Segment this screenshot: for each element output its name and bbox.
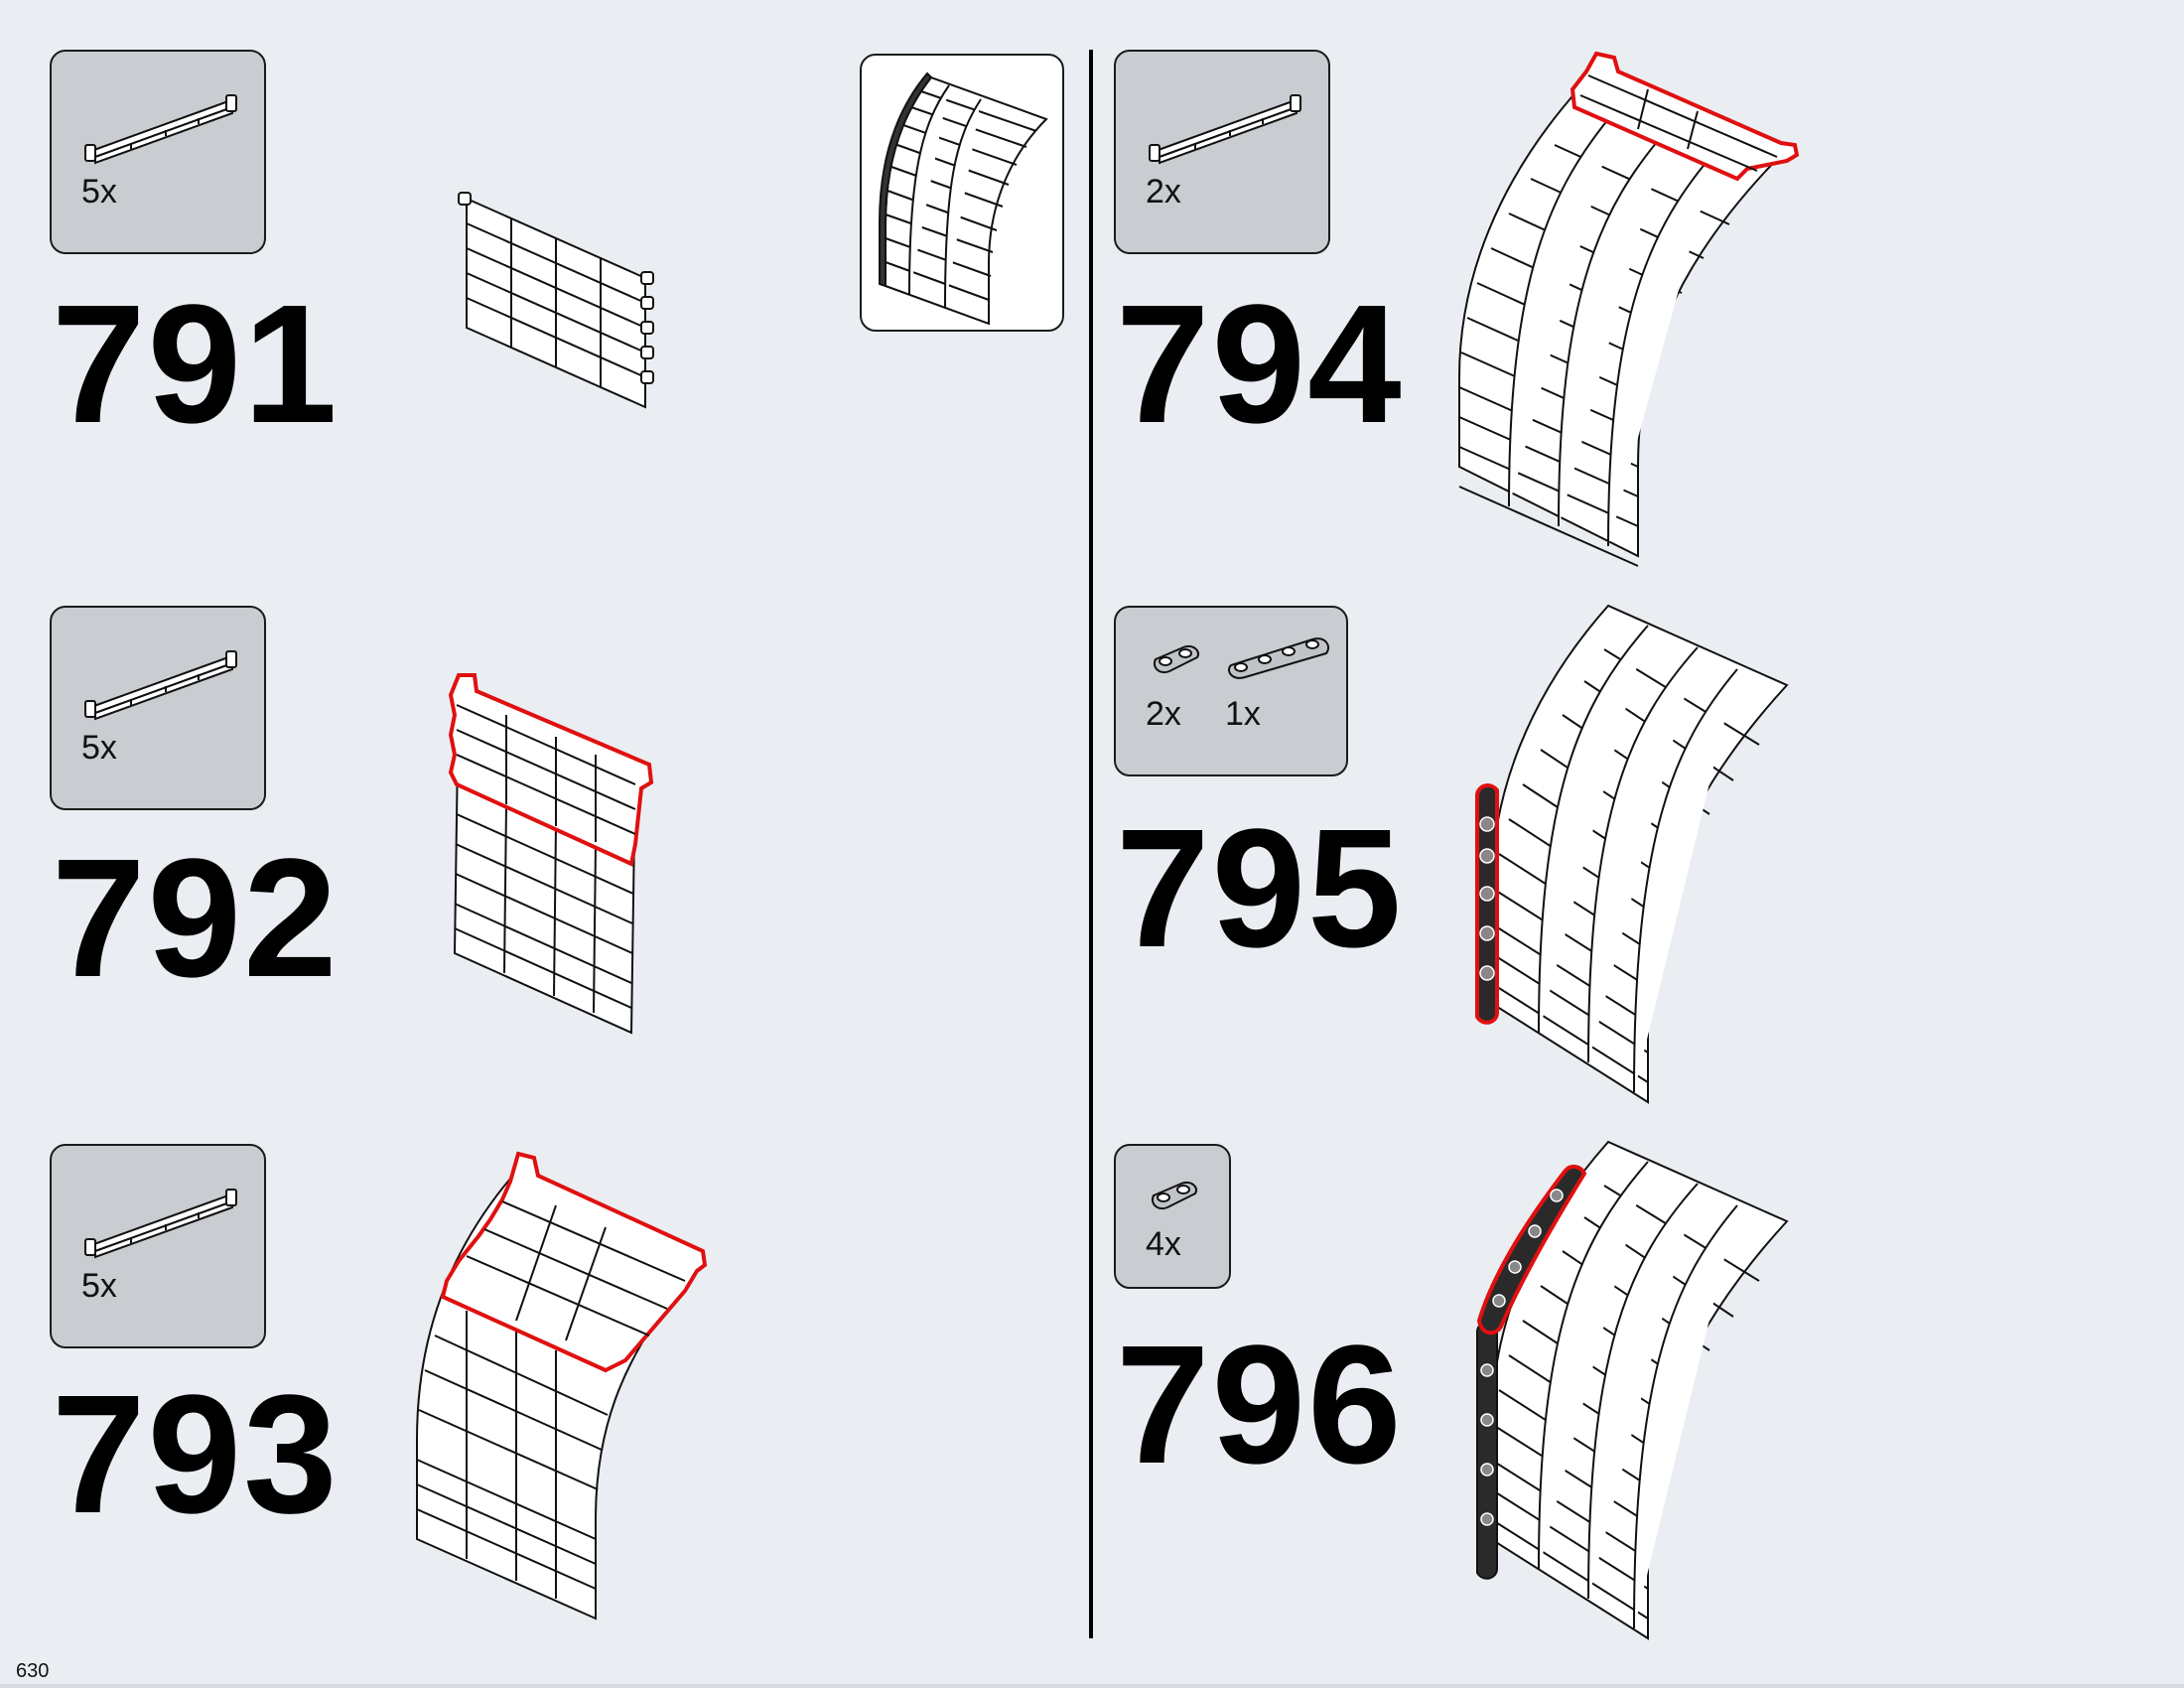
page-bottom-edge	[0, 1684, 2184, 1688]
step-number: 792	[52, 824, 340, 1013]
shutter-assembly-model	[416, 1151, 708, 1620]
parts-callout-box: 4x	[1114, 1144, 1231, 1289]
curved-shutter-preview	[879, 71, 1048, 326]
shutter-assembly-model	[1458, 51, 1800, 567]
parts-callout-box: 5x	[50, 1144, 266, 1348]
part-quantity: 1x	[1225, 695, 1261, 733]
step-number: 794	[1116, 270, 1404, 459]
step-number: 791	[52, 270, 340, 459]
part-quantity: 5x	[81, 173, 117, 211]
parts-callout-box: 2x 1x	[1114, 606, 1348, 776]
step-number: 796	[1116, 1311, 1404, 1499]
part-quantity: 4x	[1146, 1225, 1181, 1263]
column-divider	[1089, 50, 1093, 1638]
shutter-assembly-model	[1476, 1140, 1789, 1640]
parts-callout-box: 5x	[50, 606, 266, 810]
parts-callout-box: 5x	[50, 50, 266, 254]
window-shutter-piece-icon	[84, 1189, 237, 1259]
window-shutter-piece-icon	[84, 94, 237, 165]
subassembly-preview-callout	[860, 54, 1064, 332]
part-quantity: 2x	[1146, 695, 1181, 733]
page-number: 630	[16, 1660, 50, 1682]
step-number: 793	[52, 1360, 340, 1549]
shutter-assembly-model	[448, 673, 654, 1035]
part-quantity: 2x	[1146, 173, 1181, 211]
parts-callout-box: 2x	[1114, 50, 1330, 254]
part-quantity: 5x	[81, 729, 117, 767]
shutter-assembly-model	[1475, 604, 1789, 1104]
shutter-assembly-model	[458, 192, 654, 409]
plate-1x2-rounded-icon	[1152, 1182, 1197, 1209]
window-shutter-piece-icon	[84, 650, 237, 721]
plate-1x4-rounded-icon	[1227, 637, 1330, 679]
step-number: 795	[1116, 794, 1404, 983]
window-shutter-piece-icon	[1149, 94, 1301, 165]
part-quantity: 5x	[81, 1267, 117, 1305]
plate-1x2-rounded-icon	[1154, 645, 1199, 673]
